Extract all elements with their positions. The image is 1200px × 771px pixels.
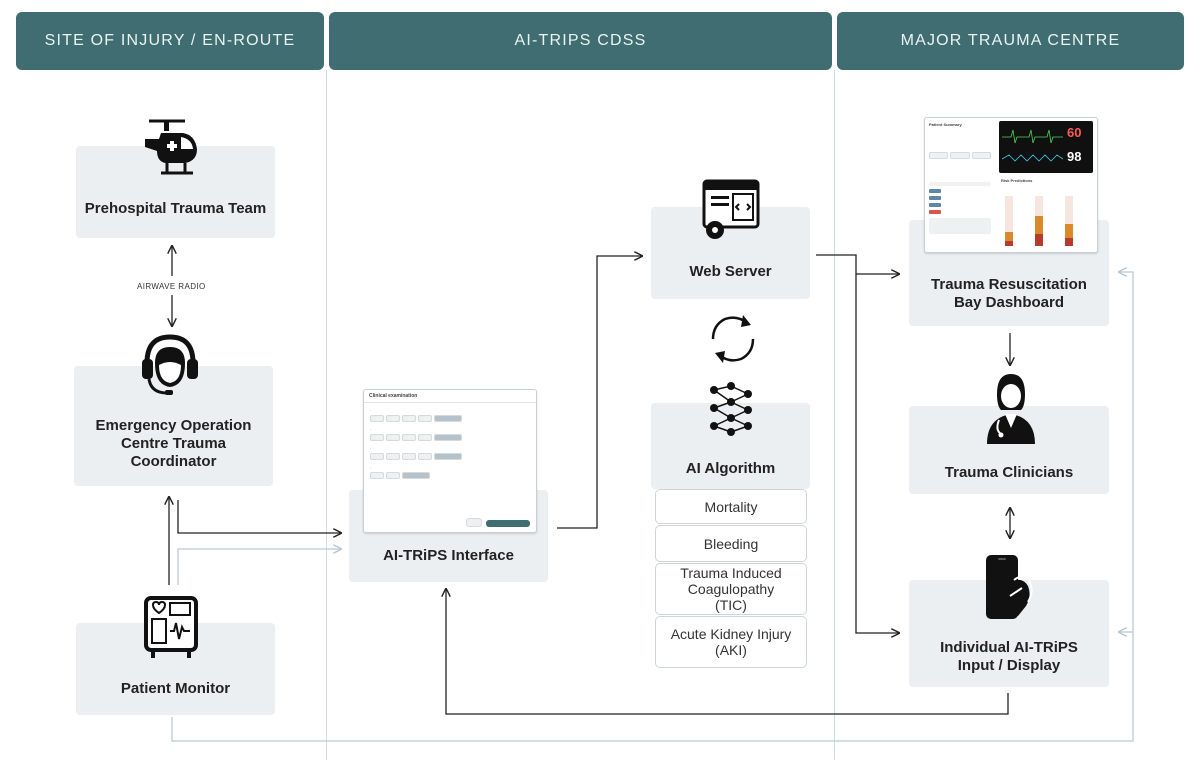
- risk-label: Trauma Induced Coagulopathy (TIC): [680, 565, 782, 613]
- column-header-label: MAJOR TRAUMA CENTRE: [900, 32, 1121, 49]
- arrow-interface-webserver: [557, 256, 642, 529]
- ai-algorithm-label: AI Algorithm: [685, 460, 776, 477]
- column-header-site-of-injury: SITE OF INJURY / EN-ROUTE: [16, 12, 324, 70]
- ai-algorithm-box: AI Algorithm: [651, 403, 810, 489]
- mock-option-row: [370, 434, 530, 441]
- interface-mock-title: Clinical examination: [364, 390, 536, 403]
- ecg-waveform: [1001, 129, 1064, 162]
- column-header-major-trauma-centre: MAJOR TRAUMA CENTRE: [837, 12, 1184, 70]
- mock-option-row: [370, 453, 530, 460]
- risk-bar: [1065, 196, 1073, 246]
- trauma-clinicians-label: Trauma Clinicians: [944, 464, 1074, 481]
- smartphone-hand-icon: [986, 555, 1033, 619]
- arrow-monitor-interface: [177, 549, 341, 585]
- resus-bay-dashboard-label: Trauma Resuscitation Bay Dashboard: [931, 276, 1087, 311]
- risk-predictions-title: Risk Predictions: [1001, 178, 1033, 183]
- headset-operator-icon: [142, 334, 198, 395]
- risk-label: Acute Kidney Injury (AKI): [670, 626, 792, 658]
- column-header-label: AI-TRIPS CDSS: [514, 32, 647, 49]
- patient-monitor-icon: [144, 596, 198, 658]
- ai-risk-list: [929, 180, 991, 238]
- clinician-icon: [987, 374, 1035, 444]
- risk-label: Mortality: [704, 498, 758, 515]
- risk-bar: [1035, 196, 1043, 246]
- column-divider: [326, 70, 327, 760]
- mock-option-row: [370, 472, 530, 479]
- ai-trips-interface-label: AI-TRiPS Interface: [383, 547, 514, 564]
- heart-rate-value: 60: [1067, 125, 1082, 140]
- spo2-value: 98: [1067, 149, 1082, 164]
- individual-ai-trips-label: Individual AI-TRiPS Input / Display: [940, 639, 1078, 674]
- helicopter-icon: [145, 119, 197, 175]
- arrow-individual-interface: [446, 589, 1009, 715]
- eoc-coordinator-label: Emergency Operation Centre Trauma Coordi…: [95, 417, 252, 470]
- mock-submit-button: [486, 520, 530, 527]
- arrow-webserver-individual: [855, 274, 899, 633]
- risk-aki: Acute Kidney Injury (AKI): [655, 616, 807, 668]
- web-server-icon: [702, 179, 760, 239]
- arrow-webserver-dashboard: [816, 254, 899, 274]
- risk-bar: [1005, 196, 1013, 246]
- mock-field-label: ·: [370, 446, 372, 451]
- prehospital-team-label: Prehospital Trauma Team: [84, 200, 267, 217]
- mock-option-row: [370, 415, 530, 422]
- column-header-ai-trips-cdss: AI-TRIPS CDSS: [329, 12, 832, 70]
- dashboard-screen-mockup: Patient Summary 60 98 Risk Predictions: [924, 117, 1098, 253]
- interface-screen-mockup: Clinical examination · · · ·: [363, 389, 537, 533]
- risk-tic: Trauma Induced Coagulopathy (TIC): [655, 563, 807, 615]
- dashboard-mock-title: Patient Summary: [929, 122, 962, 127]
- airwave-radio-label: AIRWAVE RADIO: [137, 282, 206, 291]
- mock-field-label: ·: [370, 408, 372, 413]
- risk-mortality: Mortality: [655, 489, 807, 524]
- web-server-label: Web Server: [689, 263, 772, 280]
- vital-signs-monitor: 60 98: [999, 121, 1093, 173]
- risk-bleeding: Bleeding: [655, 525, 807, 562]
- sync-icon: [711, 315, 755, 363]
- column-header-label: SITE OF INJURY / EN-ROUTE: [44, 32, 296, 49]
- column-divider: [834, 70, 835, 760]
- patient-info-chips: [929, 150, 991, 161]
- arrow-eoc-interface: [177, 500, 341, 533]
- arrow-monitor-dashboard: [171, 272, 1134, 742]
- neural-network-icon: [710, 382, 752, 436]
- patient-monitor-label: Patient Monitor: [120, 680, 231, 697]
- mock-field-label: ·: [370, 427, 372, 432]
- risk-label: Bleeding: [703, 535, 759, 552]
- mock-field-label: ·: [370, 465, 372, 470]
- mock-back-button: [466, 518, 482, 527]
